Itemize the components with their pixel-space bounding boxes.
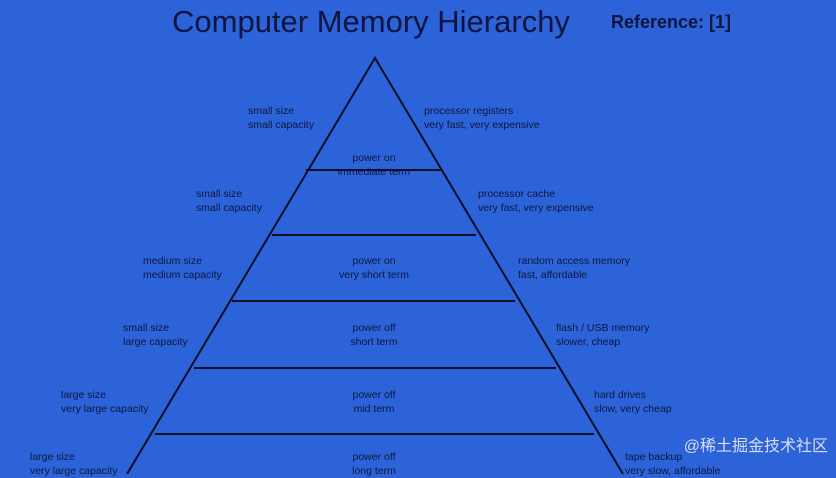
- term-text: mid term: [353, 403, 395, 415]
- size-text: small size: [123, 322, 170, 334]
- power-text: power off: [352, 322, 396, 334]
- size-text: small size: [196, 188, 243, 200]
- speed-cost-text: very fast, very expensive: [424, 119, 540, 131]
- level-2-left-label: small size small capacity: [196, 187, 262, 215]
- level-5-center-label: power off mid term: [318, 388, 430, 416]
- term-text: very short term: [338, 269, 409, 281]
- diagram-title: Computer Memory Hierarchy: [172, 4, 570, 39]
- memory-type-text: tape backup: [625, 451, 683, 463]
- size-text: large size: [61, 389, 106, 401]
- term-text: immediate term: [337, 166, 411, 178]
- memory-type-text: processor registers: [424, 105, 514, 117]
- speed-cost-text: slow, very cheap: [594, 403, 672, 415]
- level-1-left-label: small size small capacity: [248, 104, 314, 132]
- capacity-text: very large capacity: [30, 465, 118, 477]
- capacity-text: medium capacity: [143, 269, 222, 281]
- speed-cost-text: fast, affordable: [518, 269, 588, 281]
- level-4-center-label: power off short term: [318, 321, 430, 349]
- level-3-center-label: power on very short term: [318, 254, 430, 282]
- level-3-left-label: medium size medium capacity: [143, 254, 222, 282]
- memory-type-text: hard drives: [594, 389, 646, 401]
- term-text: short term: [350, 336, 398, 348]
- level-1-center-label: power on immediate term: [320, 151, 428, 179]
- term-text: long term: [352, 465, 396, 477]
- level-1-right-label: processor registers very fast, very expe…: [424, 104, 540, 132]
- power-text: power off: [352, 389, 396, 401]
- size-text: small size: [248, 105, 295, 117]
- capacity-text: very large capacity: [61, 403, 149, 415]
- level-2-right-label: processor cache very fast, very expensiv…: [478, 187, 594, 215]
- speed-cost-text: slower, cheap: [556, 336, 621, 348]
- power-text: power off: [352, 451, 396, 463]
- level-3-right-label: random access memory fast, affordable: [518, 254, 630, 282]
- capacity-text: small capacity: [248, 119, 314, 131]
- watermark: @稀土掘金技术社区: [683, 438, 828, 455]
- capacity-text: large capacity: [123, 336, 188, 348]
- power-text: power on: [352, 255, 396, 267]
- memory-type-text: flash / USB memory: [556, 322, 650, 334]
- level-5-right-label: hard drives slow, very cheap: [594, 388, 672, 416]
- level-4-right-label: flash / USB memory slower, cheap: [556, 321, 649, 349]
- memory-type-text: processor cache: [478, 188, 556, 200]
- memory-type-text: random access memory: [518, 255, 631, 267]
- level-4-left-label: small size large capacity: [123, 321, 188, 349]
- pyramid-outline: [126, 56, 624, 474]
- size-text: large size: [30, 451, 75, 463]
- speed-cost-text: very fast, very expensive: [478, 202, 594, 214]
- speed-cost-text: very slow, affordable: [625, 465, 721, 477]
- level-5-left-label: large size very large capacity: [61, 388, 149, 416]
- reference-note: Reference: [1]: [611, 12, 732, 32]
- size-text: medium size: [143, 255, 202, 267]
- capacity-text: small capacity: [196, 202, 262, 214]
- power-text: power on: [352, 152, 396, 164]
